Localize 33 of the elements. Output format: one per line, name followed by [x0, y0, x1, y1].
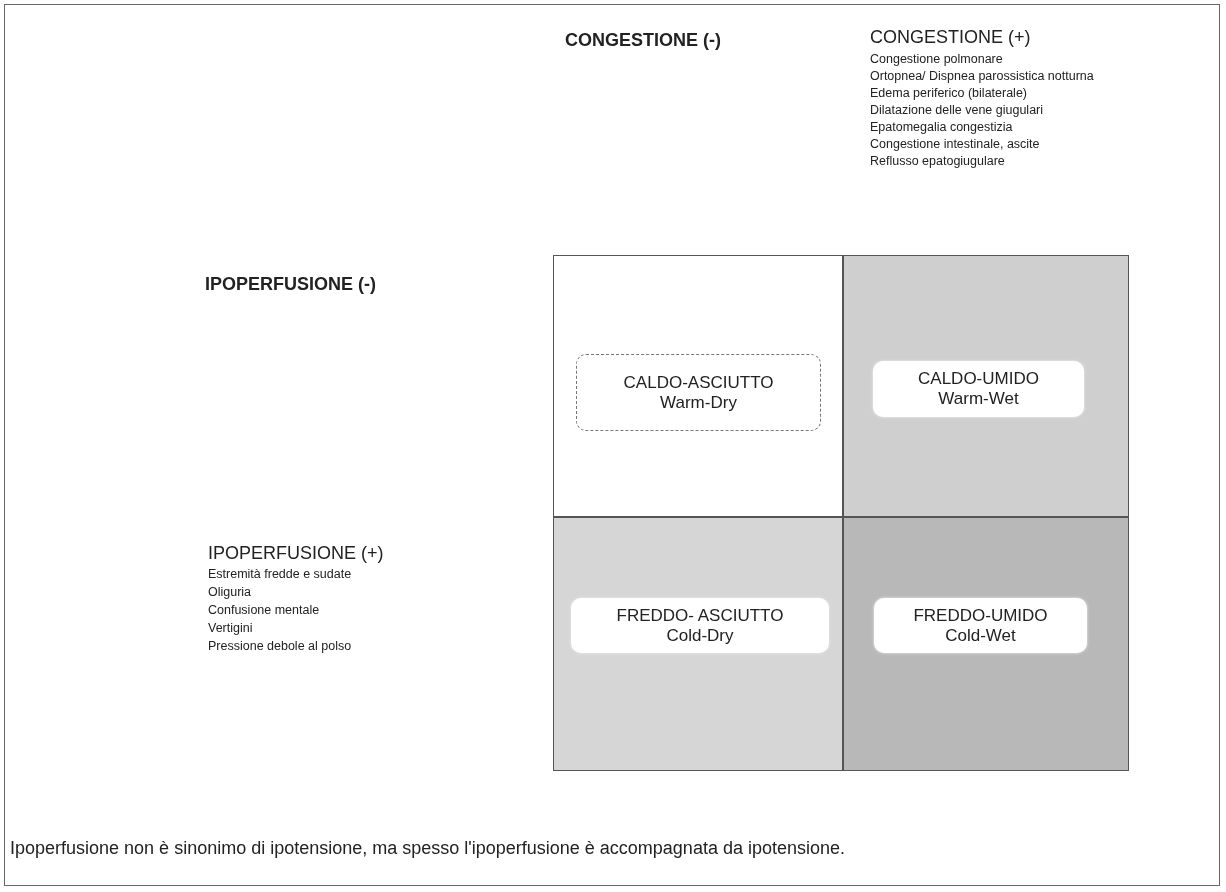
symptom-item: Confusione mentale — [208, 603, 320, 617]
category-subtitle: Cold-Dry — [666, 625, 734, 646]
category-title: CALDO-UMIDO — [918, 369, 1039, 389]
symptom-item: Pressione debole al polso — [208, 639, 352, 653]
symptom-item: Vertigini — [208, 621, 253, 635]
category-box — [874, 598, 1087, 653]
symptom-item: Dilatazione delle vene giugulari — [870, 103, 1044, 117]
category-subtitle: Warm-Dry — [660, 392, 737, 413]
quadrant-panel — [553, 255, 843, 517]
symptom-item: Oliguria — [208, 585, 252, 599]
category-title: FREDDO-UMIDO — [913, 605, 1048, 626]
category-box — [576, 354, 821, 431]
caption: Ipoperfusione non è sinonimo di ipotensione, ma spesso l'ipoperfusione è accompagnata da ipotensione. — [10, 838, 845, 859]
symptom-item: Estremità fredde e sudate — [208, 567, 352, 581]
category-box — [571, 598, 829, 653]
symptom-item: Congestione intestinale, ascite — [870, 137, 1040, 151]
row-heading: IPOPERFUSIONE (+) — [208, 543, 384, 564]
symptom-item: Epatomegalia congestizia — [870, 120, 1013, 134]
category-title: FREDDO- ASCIUTTO — [616, 605, 784, 626]
column-heading: CONGESTIONE (-) — [565, 30, 721, 51]
symptom-item: Ortopnea/ Dispnea parossistica notturna — [870, 69, 1094, 83]
quadrant-panel — [553, 517, 843, 771]
category-title: CALDO-ASCIUTTO — [623, 372, 774, 393]
row-heading: IPOPERFUSIONE (-) — [205, 274, 376, 295]
quadrant-panel — [843, 517, 1129, 771]
symptom-item: Reflusso epatogiugulare — [870, 154, 1005, 168]
category-subtitle: Cold-Wet — [945, 625, 1016, 646]
column-heading: CONGESTIONE (+) — [870, 27, 1031, 48]
symptom-item: Edema periferico (bilaterale) — [870, 86, 1027, 100]
category-box — [873, 361, 1084, 417]
category-subtitle: Warm-Wet — [938, 389, 1019, 409]
quadrant-panel — [843, 255, 1129, 517]
symptom-item: Congestione polmonare — [870, 52, 1003, 66]
